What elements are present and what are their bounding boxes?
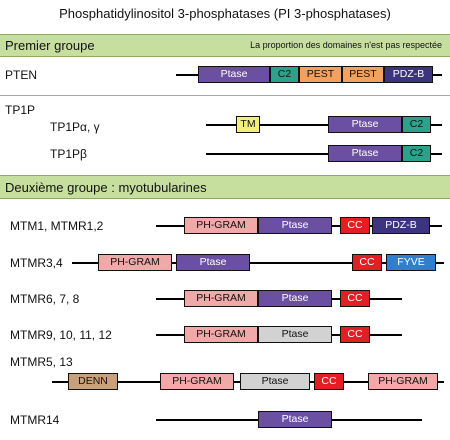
tp1p-ag-tm-domain: TM [236,116,260,133]
mtmr34-fyve-domain: FYVE [386,254,436,271]
tp1p-ag-ptase-domain: Ptase [328,116,402,133]
group2-band: Deuxième groupe : myotubularines [0,175,450,199]
tp1p-beta-label: TP1Pβ [50,147,87,161]
mtmr14-ptase-domain: Ptase [258,411,332,428]
group1-band: Premier groupe La proportion des domaine… [0,34,450,57]
mtmr678-cc-domain: CC [340,290,370,307]
separator [0,95,450,96]
proportion-note: La proportion des domaines n'est pas res… [250,40,442,50]
mtmr34-backbone [72,262,444,264]
mtmr9-12-ptase-inactive-domain: Ptase [258,326,332,343]
mtmr678-ptase-domain: Ptase [258,290,332,307]
pten-ptase-domain: Ptase [198,66,270,83]
mtm1-label: MTM1, MTMR1,2 [10,219,104,233]
pten-c2-domain: C2 [270,66,299,83]
mtmr5-13-ptase-inactive-domain: Ptase [240,373,310,390]
tp1p-alpha-gamma-label: TP1Pα, γ [50,120,100,134]
pten-pdzb-domain: PDZ-B [384,66,433,83]
pten-pest-domain-2: PEST [342,66,384,83]
mtmr34-phgram-domain: PH-GRAM [98,254,172,271]
mtmr678-phgram-domain: PH-GRAM [184,290,258,307]
tp1p-ag-c2-domain: C2 [402,116,431,133]
group1-label: Premier groupe [5,38,95,53]
mtm1-ptase-domain: Ptase [258,217,332,234]
mtmr34-label: MTMR3,4 [10,256,63,270]
mtmr5-13-phgram-domain-2: PH-GRAM [368,373,438,390]
group2-label: Deuxième groupe : myotubularines [5,180,207,195]
mtmr34-ptase-domain: Ptase [176,254,250,271]
mtmr5-13-denn-domain: DENN [68,373,118,390]
mtm1-cc-domain: CC [340,217,370,234]
mtmr5-13-cc-domain: CC [314,373,344,390]
mtmr9-12-label: MTMR9, 10, 11, 12 [10,328,112,342]
mtmr34-cc-domain: CC [352,254,382,271]
pten-label: PTEN [5,68,38,82]
tp1p-ag-backbone [206,124,442,126]
mtm1-phgram-domain: PH-GRAM [184,217,258,234]
mtmr678-label: MTMR6, 7, 8 [10,292,80,306]
tp1p-b-ptase-domain: Ptase [328,145,402,162]
mtmr5-13-label: MTMR5, 13 [10,355,73,369]
mtmr5-13-phgram-domain-1: PH-GRAM [160,373,234,390]
mtmr9-12-cc-domain: CC [340,326,370,343]
tp1p-label: TP1P [5,103,36,117]
mtmr14-label: MTMR14 [10,413,60,427]
pten-pest-domain-1: PEST [299,66,342,83]
mtm1-pdzb-domain: PDZ-B [372,217,430,234]
mtmr9-12-phgram-domain: PH-GRAM [184,326,258,343]
figure-title: Phosphatidylinositol 3-phosphatases (PI … [59,6,391,21]
tp1p-b-c2-domain: C2 [402,145,431,162]
tp1p-b-backbone [206,153,442,155]
